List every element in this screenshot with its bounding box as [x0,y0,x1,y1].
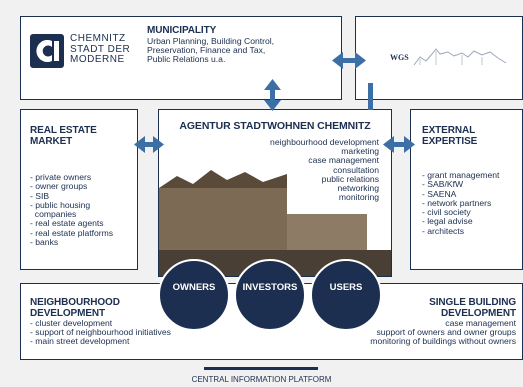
wgs-skyline-icon [413,48,507,66]
single-building-title-line-2: DEVELOPMENT [440,307,516,319]
arrow-agency-expertise [392,142,406,147]
municipality-line-1: Urban Planning, Building Control, [147,35,275,46]
arrow-head-left-icon [134,136,145,153]
arrow-municipality-wgs [341,58,357,63]
logo-line-2: STADT DER [70,43,131,55]
chemnitz-logo-icon [30,34,64,68]
list-item: - SIB [30,190,50,201]
agency-service: public relations [321,173,379,184]
list-item: - banks [30,237,59,248]
list-item: - main street development [30,336,130,347]
arrow-head-left-icon [383,136,394,153]
logo-line-3: MODERNE [70,54,125,65]
single-building-line: case management [445,318,516,328]
arrow-head-left-icon [332,52,343,69]
real-estate-list: - private owners - owner groups - SIB - … [30,172,114,248]
list-item: - legal advise [422,216,473,227]
list-item: - private owners [30,172,92,182]
list-item: - real estate platforms [30,227,114,238]
municipality-content: MUNICIPALITY Urban Planning, Building Co… [147,25,275,64]
users-label: USERS [329,282,363,293]
arrow-market-agency [142,142,156,147]
neighbourhood-section: NEIGHBOURHOOD DEVELOPMENT - cluster deve… [30,297,171,347]
real-estate-title: REAL ESTATE MARKET [30,125,97,147]
chemnitz-logo-text: CHEMNITZ STADT DER MODERNE [70,33,131,66]
arrow-head-down-icon [264,100,281,111]
external-title-line-2: EXPERTISE [422,135,478,147]
external-title: EXTERNAL EXPERTISE [422,125,478,147]
single-building-title-line-1: SINGLE BUILDING [429,297,516,308]
list-item: - cluster development [30,318,113,328]
agency-service: monitoring [338,192,379,203]
agency-service: networking [337,183,379,194]
wgs-logo-text: WGS [390,53,409,62]
list-item: - SAB/KfW [422,179,464,190]
agency-service: neighbourhood development [270,137,379,147]
users-circle: USERS [310,259,382,331]
list-item: - real estate agents [30,218,104,229]
municipality-box: CHEMNITZ STADT DER MODERNE MUNICIPALITY … [20,16,342,100]
single-building-line: monitoring of buildings without owners [370,336,516,347]
neighbourhood-title-line-2: DEVELOPMENT [30,307,106,319]
list-item: companies [30,209,77,220]
logo-line-1: CHEMNITZ [70,33,126,44]
list-item: - owner groups [30,181,88,192]
municipality-line-2: Preservation, Finance and Tax, [147,44,266,55]
arrow-head-right-icon [355,52,366,69]
agency-service: case management [308,155,379,166]
single-building-line: support of owners and owner groups [376,327,517,338]
external-expertise-box: EXTERNAL EXPERTISE - grant management - … [410,109,523,270]
list-item: - public housing [30,199,91,210]
municipality-line-3: Public Relations u.a. [147,53,226,64]
arrow-head-right-icon [404,136,415,153]
list-item: - SAENA [422,188,457,199]
neighbourhood-title-line-1: NEIGHBOURHOOD [30,297,120,308]
platform-bar [204,367,318,370]
agency-service: consultation [333,164,379,175]
investors-label: INVESTORS [242,282,298,293]
central-information-platform-label: CENTRAL INFORMATION PLATFORM [191,375,332,384]
real-estate-market-box: REAL ESTATE MARKET - private owners - ow… [20,109,138,270]
real-estate-title-line-1: REAL ESTATE [30,125,97,136]
list-item: - grant management [422,170,500,180]
arrow-municipality-agency [270,87,275,103]
list-item: - network partners [422,197,492,208]
owners-label: OWNERS [172,282,216,293]
single-building-section: SINGLE BUILDING DEVELOPMENT case managem… [370,297,517,347]
municipality-title: MUNICIPALITY [147,25,217,36]
list-item: - civil society [422,207,471,218]
connector-wgs-agency [368,83,373,110]
external-list: - grant management - SAB/KfW - SAENA - n… [422,170,500,236]
investors-circle: INVESTORS [234,259,306,331]
agency-title: AGENTUR STADTWOHNEN CHEMNITZ [179,120,371,132]
list-item: - architects [422,225,465,236]
agency-services: neighbourhood development marketing case… [270,137,379,203]
list-item: - support of neighbourhood initiatives [30,327,171,338]
arrow-head-up-icon [264,79,281,90]
external-title-line-1: EXTERNAL [422,125,476,136]
owners-circle: OWNERS [158,259,230,331]
arrow-head-right-icon [153,136,164,153]
real-estate-title-line-2: MARKET [30,135,73,147]
agency-service: marketing [341,146,379,157]
